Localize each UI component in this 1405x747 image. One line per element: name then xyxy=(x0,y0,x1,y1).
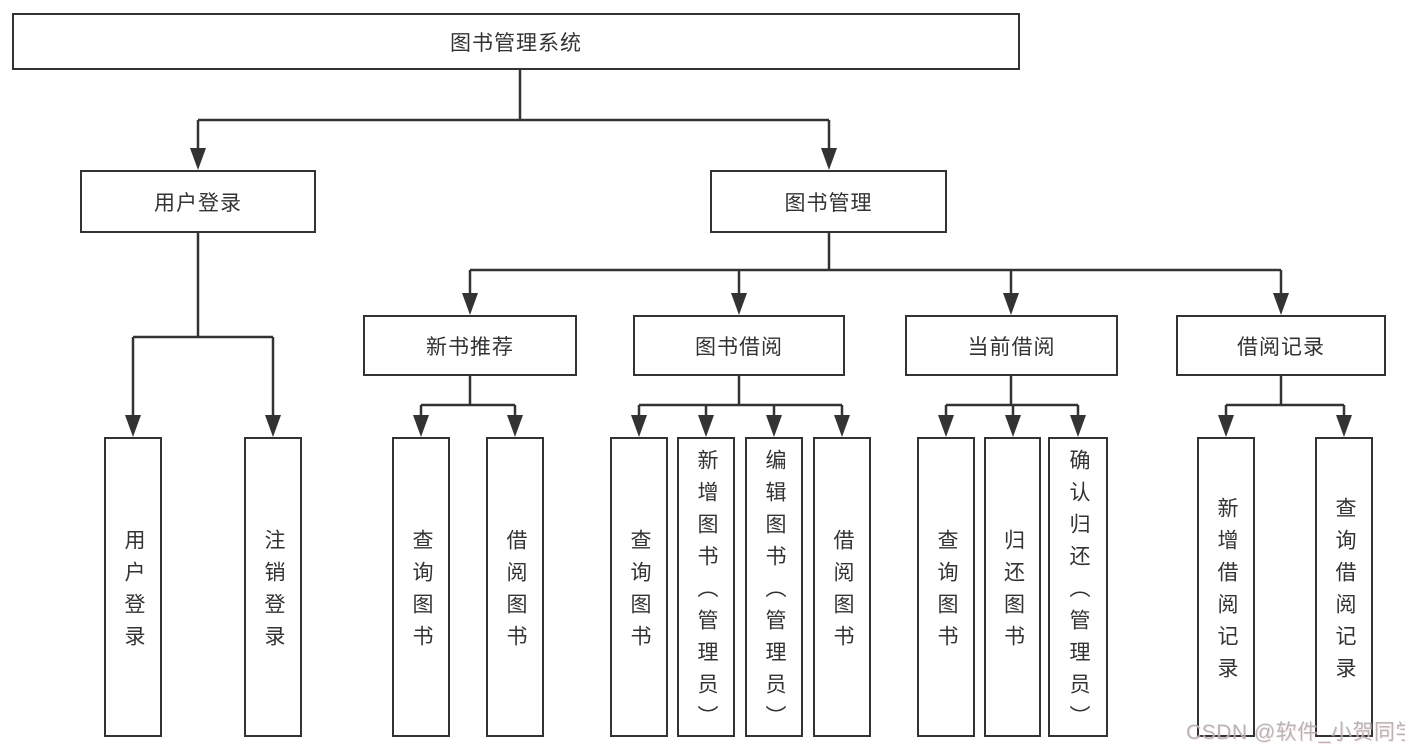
leaf-borrow-books-2-label: 借阅图书 xyxy=(831,528,854,657)
leaf-add-borrow-record: 新增借阅记录 xyxy=(1197,437,1255,737)
connector-new-book-recommend-children xyxy=(413,376,523,437)
connector-root-to-level2 xyxy=(190,70,837,170)
leaf-return-books: 归还图书 xyxy=(984,437,1041,737)
node-book-management-label: 图书管理 xyxy=(784,191,873,215)
connector-user-login-children xyxy=(125,233,281,437)
node-user-login-label: 用户登录 xyxy=(154,191,242,215)
node-user-login: 用户登录 xyxy=(80,170,316,233)
connector-book-mgmt-to-level3 xyxy=(462,233,1289,315)
leaf-query-books-2: 查询图书 xyxy=(610,437,668,737)
leaf-add-borrow-record-label: 新增借阅记录 xyxy=(1215,496,1238,689)
leaf-query-books-2-label: 查询图书 xyxy=(628,528,651,657)
leaf-add-book-admin: 新增图书（管理员） xyxy=(677,437,735,737)
leaf-user-login: 用户登录 xyxy=(104,437,162,737)
connector-current-borrow-children xyxy=(938,376,1086,437)
leaf-logout: 注销登录 xyxy=(244,437,302,737)
leaf-query-books-1: 查询图书 xyxy=(392,437,450,737)
connector-book-borrow-children xyxy=(631,376,850,437)
leaf-edit-book-admin-label: 编辑图书（管理员） xyxy=(763,448,786,737)
node-borrow-records: 借阅记录 xyxy=(1176,315,1386,376)
csdn-watermark: CSDN @软件_小贺同学 xyxy=(1186,721,1405,744)
leaf-borrow-books-1-label: 借阅图书 xyxy=(504,528,527,657)
node-borrow-records-label: 借阅记录 xyxy=(1237,335,1325,359)
node-root-label: 图书管理系统 xyxy=(450,31,582,55)
leaf-borrow-books-1: 借阅图书 xyxy=(486,437,544,737)
leaf-query-books-3-label: 查询图书 xyxy=(935,528,958,657)
leaf-user-login-label: 用户登录 xyxy=(122,528,145,657)
leaf-query-books-1-label: 查询图书 xyxy=(410,528,433,657)
leaf-return-books-label: 归还图书 xyxy=(1001,528,1025,657)
leaf-confirm-return-admin: 确认归还（管理员） xyxy=(1048,437,1108,737)
leaf-add-book-admin-label: 新增图书（管理员） xyxy=(695,448,718,737)
node-book-management: 图书管理 xyxy=(710,170,947,233)
leaf-edit-book-admin: 编辑图书（管理员） xyxy=(745,437,803,737)
connector-borrow-records-children xyxy=(1218,376,1352,437)
node-current-borrow: 当前借阅 xyxy=(905,315,1118,376)
node-new-book-recommend: 新书推荐 xyxy=(363,315,577,376)
leaf-confirm-return-admin-label: 确认归还（管理员） xyxy=(1067,448,1090,737)
node-root: 图书管理系统 xyxy=(12,13,1020,70)
node-current-borrow-label: 当前借阅 xyxy=(967,335,1056,359)
leaf-query-borrow-record: 查询借阅记录 xyxy=(1315,437,1373,737)
leaf-borrow-books-2: 借阅图书 xyxy=(813,437,871,737)
leaf-logout-label: 注销登录 xyxy=(262,528,285,657)
node-book-borrow-label: 图书借阅 xyxy=(695,335,783,359)
node-book-borrow: 图书借阅 xyxy=(633,315,845,376)
leaf-query-books-3: 查询图书 xyxy=(917,437,975,737)
leaf-query-borrow-record-label: 查询借阅记录 xyxy=(1333,496,1356,689)
node-new-book-recommend-label: 新书推荐 xyxy=(426,335,514,359)
